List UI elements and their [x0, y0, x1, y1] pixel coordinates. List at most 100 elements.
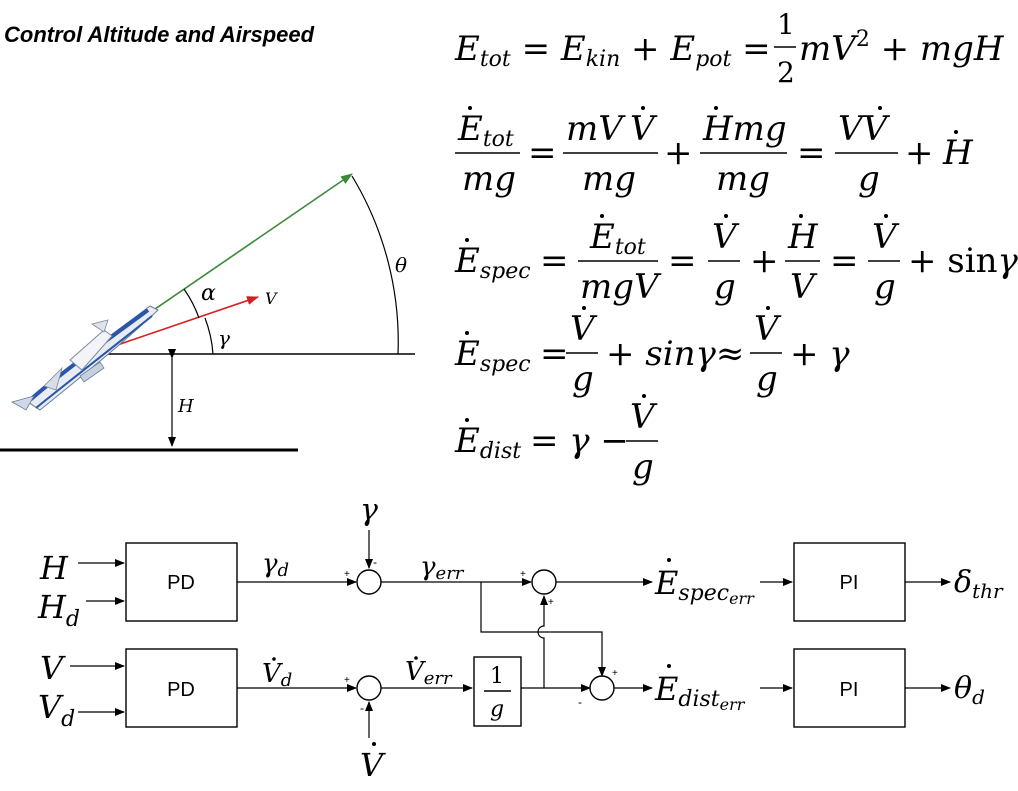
theta-arc [351, 175, 399, 355]
svg-text:+ sinγ: + sinγ [908, 241, 1018, 281]
sum-junction-2 [531, 569, 557, 595]
sum3-minus: - [360, 701, 364, 715]
eq2-eq2: = [797, 133, 826, 173]
eq1-half-num: 1 [777, 8, 795, 41]
eq5-den: g [632, 447, 654, 487]
eq3-H: H [787, 217, 819, 257]
eq4-approx: ≈ [716, 334, 745, 374]
arrow-gamma-err-branch [480, 582, 606, 677]
svg-text:Etot: Etot [457, 109, 514, 152]
signal-gamma-err-sub: err [436, 563, 465, 584]
E-dist-dot [667, 664, 671, 668]
svg-text:Vd: Vd [262, 659, 292, 691]
eq4-den1: g [572, 359, 594, 399]
eq2-mg: mg [733, 109, 787, 149]
equation-approximation: Espec = V g + sinγ≈ V g + γ [454, 306, 850, 399]
sum-junction-1 [356, 569, 382, 595]
eq2-plus: + [664, 133, 693, 173]
pd-label-top: PD [167, 572, 195, 594]
svg-text:Etot: Etot [589, 217, 646, 260]
eq1-plus: + [620, 29, 670, 69]
equation-energy-rate: Etot mg = mV V mg + Hmg mg = VV g + H [455, 106, 974, 199]
eq2-E-num: E [457, 109, 483, 149]
eq2-eq1: = [528, 133, 557, 173]
svg-text:γerr: γerr [420, 552, 465, 584]
pd-label-bottom: PD [167, 679, 195, 701]
equation-distribution: Edist = γ − V g [454, 394, 658, 487]
sum1-minus: - [373, 555, 377, 569]
svg-text:Espec: Espec [454, 241, 531, 284]
eq4-dot3 [766, 306, 770, 310]
sum1-plus: + [344, 569, 350, 580]
svg-text:Espec: Espec [454, 334, 531, 377]
input-Hd: H [37, 588, 67, 626]
svg-text:Vd: Vd [38, 688, 75, 732]
eq3-plus2: + [908, 241, 947, 281]
sum-junction-3 [356, 675, 382, 701]
svg-text:θd: θd [954, 671, 985, 709]
eq4-dot2 [582, 306, 586, 310]
svg-text:Hd: Hd [37, 588, 80, 632]
eq2-den4: g [858, 159, 880, 199]
velocity-label: V [265, 289, 278, 308]
eq1-mgH: mgH [920, 29, 1005, 69]
eq2-V2: V [863, 109, 891, 149]
signal-V-d-sub: d [281, 670, 293, 691]
eq2-num2: mV [566, 109, 626, 149]
eq4-plus2: + [790, 334, 829, 374]
eq1-E3: E [669, 29, 695, 69]
output-theta: θ [954, 671, 972, 706]
pi-label-bottom: PI [840, 679, 859, 701]
eq1-square: 2 [856, 27, 870, 52]
eq3-eq2: = [668, 241, 697, 281]
eq1-E: E [454, 29, 480, 69]
svg-text:Verr: Verr [405, 657, 453, 689]
eq3-V1: V [712, 217, 740, 257]
eq2-dot4 [878, 106, 882, 110]
eq3-dot3 [724, 214, 728, 218]
eq3-sub-tot: tot [615, 235, 646, 260]
eq5-V: V [630, 397, 658, 437]
signal-spec-sub: spec [678, 581, 729, 606]
svg-text:Especerr: Especerr [654, 564, 755, 608]
eq2-dot2 [641, 106, 645, 110]
eq4-gamma: γ [829, 334, 850, 374]
svg-text:= γ −: = γ − [530, 421, 629, 461]
eq4-den2: g [756, 359, 778, 399]
gamma-arc [204, 317, 214, 355]
arrow-gain-branch [537, 595, 548, 688]
eq4-dot1 [465, 331, 469, 335]
input-Vd: V [38, 688, 64, 726]
eq5-dot2 [642, 394, 646, 398]
eq4-E: E [454, 334, 480, 374]
pi-label-top: PI [840, 572, 859, 594]
eq3-eq1: = [540, 241, 569, 281]
eq2-den2: mg [582, 159, 636, 199]
alpha-arc [183, 288, 200, 319]
signal-V-dot: V [360, 746, 386, 784]
eq4-V1: V [570, 309, 598, 349]
signal-spec-err-sub: err [729, 589, 755, 608]
sum4-minus: - [578, 695, 582, 709]
svg-text:mV2 + mgH: mV2 + mgH [799, 27, 1005, 69]
eq4-sin: sinγ [645, 334, 716, 374]
equation-specific-energy-rate: Espec = Etot mgV = V g + H V = V g + sin… [454, 214, 1018, 307]
svg-text:δthr: δthr [954, 565, 1004, 603]
pi-block-bottom [793, 648, 906, 728]
svg-text:+ sinγ≈: + sinγ≈ [606, 334, 744, 374]
V-err-dot [414, 656, 418, 660]
signal-gamma-d-sub: d [278, 560, 290, 581]
svg-text:+ γ: + γ [790, 334, 850, 374]
eq1-eq2: = [731, 29, 770, 69]
eq1-E2: E [560, 29, 586, 69]
airplane-icon [10, 305, 159, 411]
eq1-eq: = [511, 29, 561, 69]
theta-label: θ [395, 253, 407, 277]
signal-gamma-d: γ [262, 549, 278, 579]
slide-title: Control Altitude and Airspeed [4, 22, 315, 47]
eq3-dot5 [884, 214, 888, 218]
eq4-sub-spec: spec [480, 352, 531, 377]
equation-energy-total: Etot = Ekin + Epot = 1 2 mV2 + mgH [454, 8, 1005, 89]
gain-numerator: 1 [490, 664, 504, 689]
